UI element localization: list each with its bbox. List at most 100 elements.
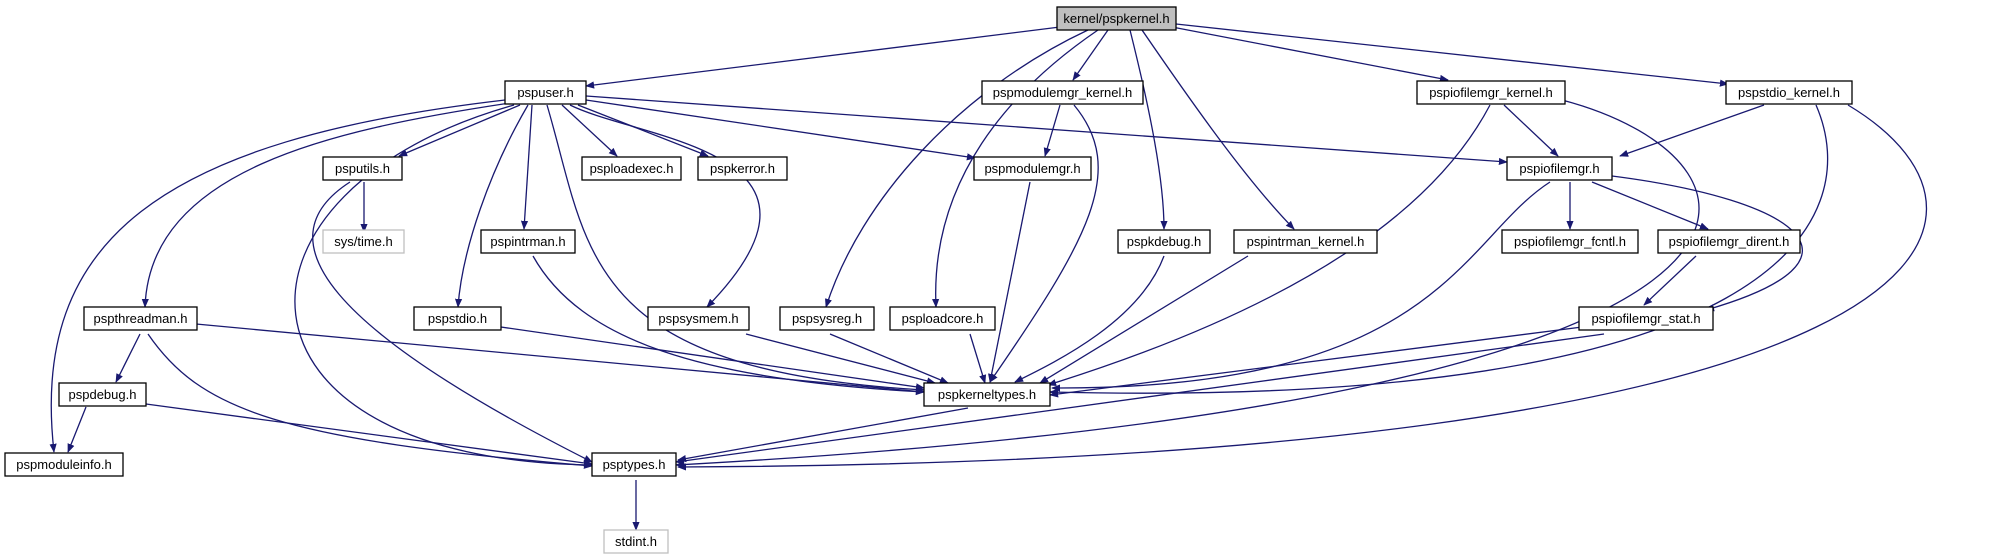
node-label: kernel/pspkernel.h — [1063, 11, 1169, 26]
node-psputils[interactable]: psputils.h — [322, 156, 403, 181]
edge-pspsysmem-pspkerneltypes — [745, 333, 936, 385]
node-pspiofilemgr[interactable]: pspiofilemgr.h — [1506, 156, 1613, 181]
edge-pspiofilemgr-stat-psptypes — [675, 333, 1605, 465]
edge-pspiofilemgr-dirent-stat — [1643, 255, 1697, 306]
edge-pspdebug-pspmoduleinfo — [67, 406, 87, 453]
node-box — [1657, 229, 1801, 254]
node-box — [581, 156, 682, 181]
node-label: pspmodulemgr_kernel.h — [993, 85, 1132, 100]
node-pspmoduleinfo[interactable]: pspmoduleinfo.h — [4, 452, 124, 477]
node-box — [1233, 229, 1378, 254]
node-pspintrman[interactable]: pspintrman.h — [480, 229, 576, 254]
node-label: psploadcore.h — [902, 311, 984, 326]
node-label: pspiofilemgr.h — [1519, 161, 1599, 176]
node-pspuser[interactable]: pspuser.h — [504, 80, 587, 105]
edge-pspuser-psputils — [398, 104, 521, 157]
edge-pspiofilemgr-kernel-pspiofilemgr — [1503, 104, 1559, 157]
node-pspdebug[interactable]: pspdebug.h — [58, 382, 147, 407]
edge-pspkdebug-pspkerneltypes — [1014, 255, 1165, 383]
node-label: pspiofilemgr_kernel.h — [1429, 85, 1553, 100]
node-pspkerror[interactable]: pspkerror.h — [697, 156, 788, 181]
edge-pspuser-pspintrman — [520, 104, 533, 230]
node-pspkerneltypes[interactable]: pspkerneltypes.h — [923, 382, 1051, 407]
node-pspthreadman[interactable]: pspthreadman.h — [83, 306, 198, 331]
edge-pspintrman-kernel-pspkerneltypes — [1039, 255, 1249, 384]
edge-pspuser-pspstdio — [454, 104, 529, 308]
node-pspiofilemgr-stat[interactable]: pspiofilemgr_stat.h — [1578, 306, 1714, 331]
edge-pspmodulemgr-kernel-pspmodulemgr — [1043, 104, 1061, 157]
node-box — [1117, 229, 1211, 254]
node-label: pspkerror.h — [710, 161, 775, 176]
edge-pspkerneltypes-psptypes — [677, 407, 969, 463]
edge-root-psploadcore — [932, 29, 1099, 308]
node-label: psploadexec.h — [590, 161, 674, 176]
node-box — [1501, 229, 1639, 254]
edge-pspuser-pspkerror — [577, 104, 709, 157]
node-label: pspiofilemgr_dirent.h — [1669, 234, 1790, 249]
edge-root-pspsysreg — [825, 29, 1089, 308]
node-label: pspstdio.h — [428, 311, 487, 326]
node-stdint: stdint.h — [603, 529, 669, 554]
node-box — [1578, 306, 1714, 331]
node-box — [1056, 6, 1177, 31]
node-box — [889, 306, 996, 331]
edge-root-pspkdebug — [1129, 29, 1168, 230]
edge-pspuser-pspmodulemgr — [585, 99, 976, 161]
node-systime: sys/time.h — [322, 229, 405, 254]
edge-root-pspstdio-kernel — [1175, 23, 1729, 87]
node-label: stdint.h — [615, 534, 657, 549]
edge-pspuser-pspmoduleinfo — [49, 99, 506, 453]
node-box — [973, 156, 1092, 181]
edge-pspuser-pspsysmem — [569, 104, 761, 308]
edge-root-pspintrman-kernel — [1141, 29, 1295, 230]
edge-root-pspiofilemgr-kernel — [1171, 26, 1449, 83]
node-label: pspmoduleinfo.h — [16, 457, 111, 472]
node-pspsysmem[interactable]: pspsysmem.h — [647, 306, 750, 331]
node-pspstdio-kernel[interactable]: pspstdio_kernel.h — [1725, 80, 1853, 105]
node-box — [4, 452, 124, 477]
node-pspintrman-kernel[interactable]: pspintrman_kernel.h — [1233, 229, 1378, 254]
node-pspstdio[interactable]: pspstdio.h — [413, 306, 502, 331]
node-box — [58, 382, 147, 407]
edge-pspuser-psptypes — [294, 104, 593, 469]
node-pspkdebug[interactable]: pspkdebug.h — [1117, 229, 1211, 254]
edge-pspthreadman-psptypes — [147, 333, 593, 469]
node-pspsysreg[interactable]: pspsysreg.h — [779, 306, 875, 331]
edge-psploadcore-pspkerneltypes — [969, 333, 987, 384]
node-box — [647, 306, 750, 331]
node-label: pspdebug.h — [69, 387, 137, 402]
edge-pspmodulemgr-kernel-pspkerneltypes — [989, 104, 1099, 383]
edge-pspthreadman-pspkerneltypes — [195, 323, 925, 395]
edge-root-pspmodulemgr-kernel — [1072, 29, 1109, 81]
node-psptypes[interactable]: psptypes.h — [591, 452, 677, 477]
node-box — [779, 306, 875, 331]
node-box — [413, 306, 502, 331]
node-label: pspuser.h — [517, 85, 573, 100]
node-box — [697, 156, 788, 181]
node-pspiofilemgr-dirent[interactable]: pspiofilemgr_dirent.h — [1657, 229, 1801, 254]
node-pspiofilemgr-fcntl[interactable]: pspiofilemgr_fcntl.h — [1501, 229, 1639, 254]
edge-pspiofilemgr-kernel-psptypes — [675, 99, 1700, 469]
edge-pspstdio-kernel-pspiofilemgr — [1619, 104, 1765, 157]
node-box — [1416, 80, 1566, 105]
node-psploadexec[interactable]: psploadexec.h — [581, 156, 682, 181]
node-box — [603, 529, 669, 554]
edge-psputils-psptypes — [312, 181, 593, 463]
node-pspiofilemgr-kernel[interactable]: pspiofilemgr_kernel.h — [1416, 80, 1566, 105]
node-box — [480, 229, 576, 254]
node-label: sys/time.h — [334, 234, 393, 249]
node-label: pspintrman_kernel.h — [1247, 234, 1365, 249]
edge-pspuser-pspiofilemgr — [585, 95, 1508, 166]
node-box — [591, 452, 677, 477]
node-box — [322, 229, 405, 254]
edge-pspuser-pspthreadman — [141, 102, 511, 308]
node-box — [504, 80, 587, 105]
node-label: pspstdio_kernel.h — [1738, 85, 1840, 100]
node-pspmodulemgr-kernel[interactable]: pspmodulemgr_kernel.h — [981, 80, 1144, 105]
node-pspmodulemgr[interactable]: pspmodulemgr.h — [973, 156, 1092, 181]
node-root[interactable]: kernel/pspkernel.h — [1056, 6, 1177, 31]
edge-root-pspuser — [585, 26, 1061, 89]
node-box — [83, 306, 198, 331]
node-psploadcore[interactable]: psploadcore.h — [889, 306, 996, 331]
